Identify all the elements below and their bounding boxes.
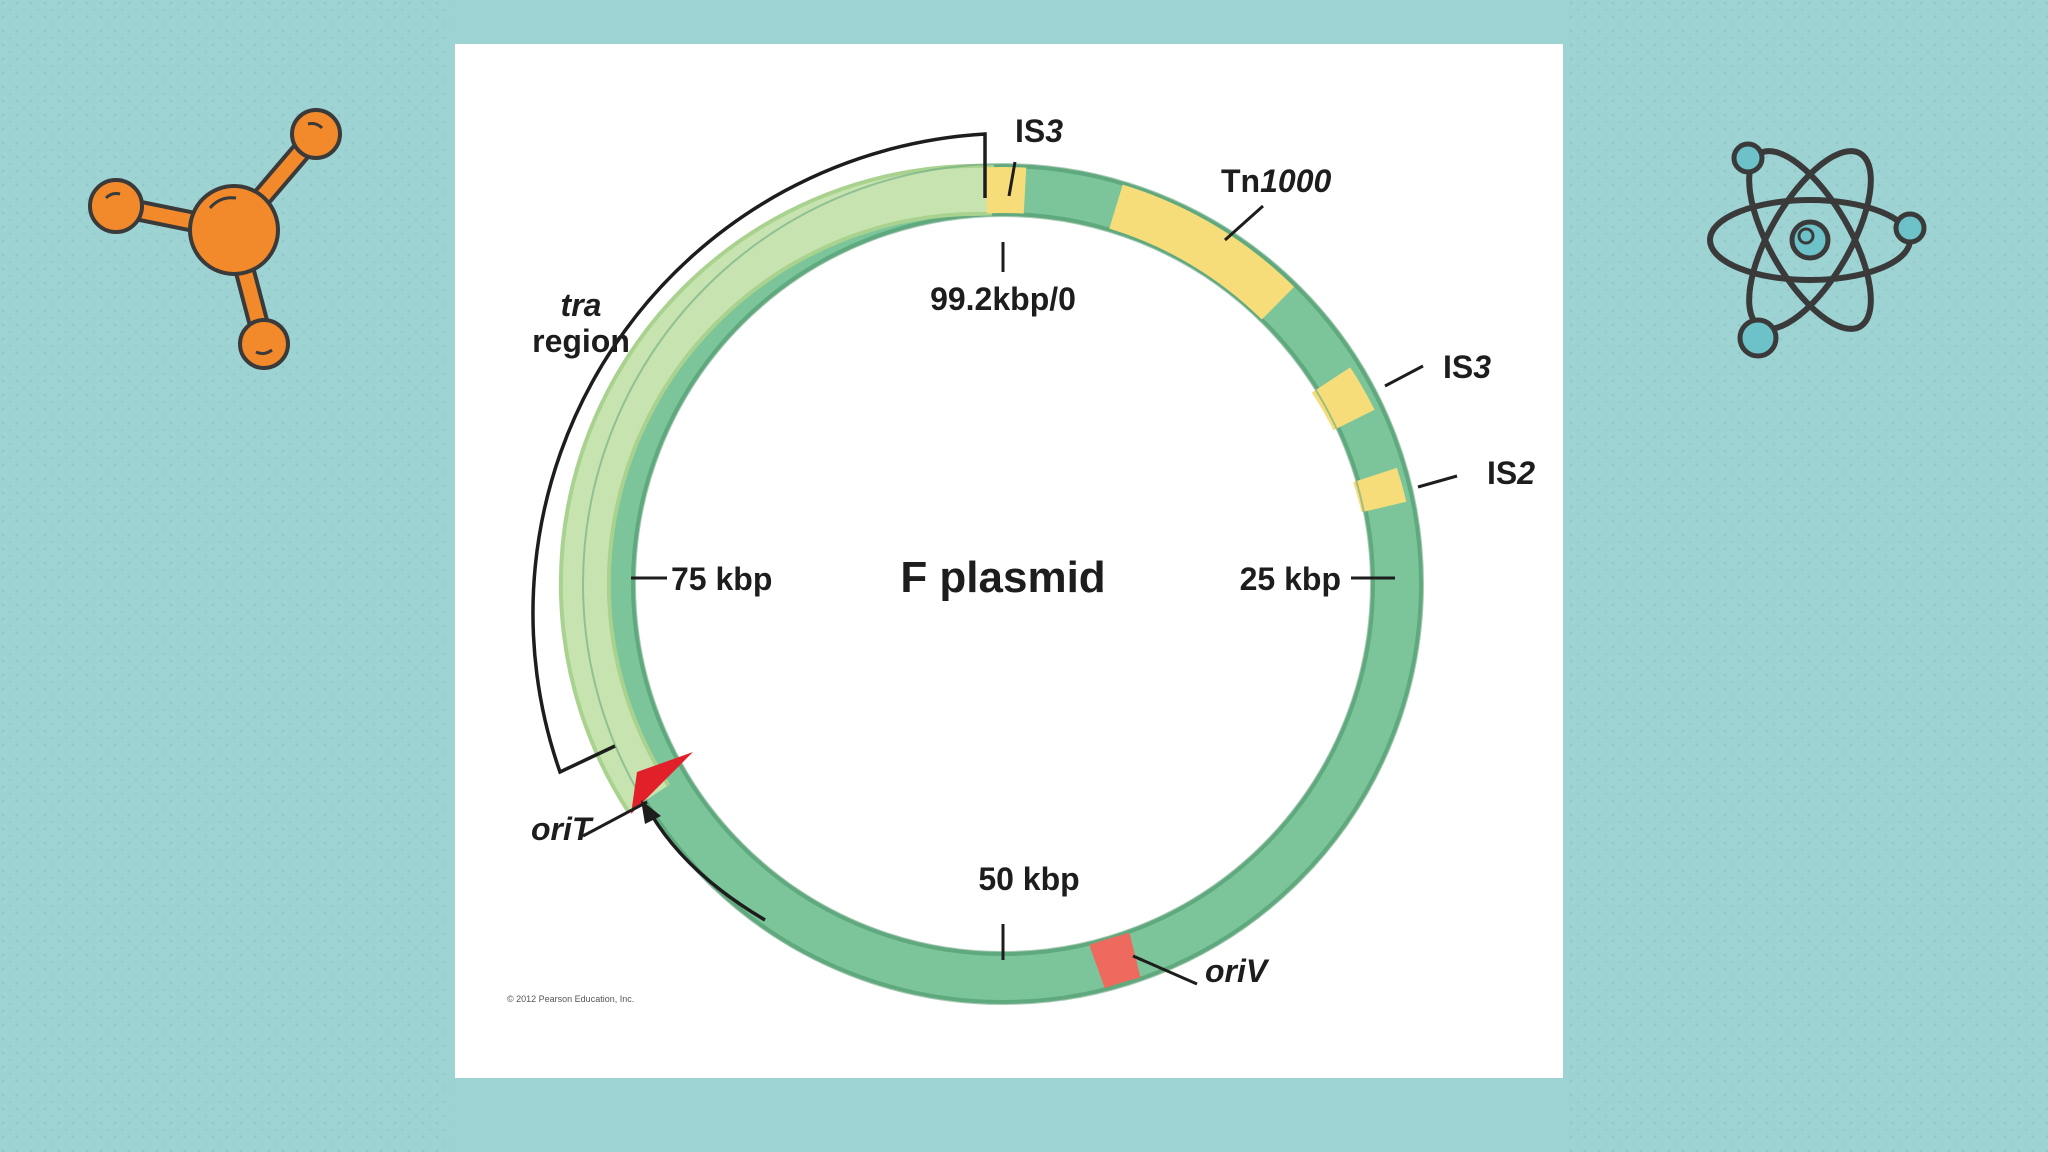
is3-right-segment — [1331, 380, 1354, 420]
is3-top-segment — [986, 190, 1025, 191]
atom-icon — [1680, 110, 1940, 370]
f-plasmid-diagram: F plasmid 99.2kbp/0 25 kbp 50 kbp 75 kbp… — [455, 44, 1563, 1078]
plasmid-title: F plasmid — [900, 553, 1105, 602]
is3-top-label: IS3 — [1015, 113, 1063, 149]
tn1000-label: Tn1000 — [1221, 163, 1331, 199]
oriV-label: oriV — [1205, 953, 1270, 989]
molecule-icon — [60, 90, 360, 390]
tn1000-segment — [1116, 207, 1278, 304]
oriT-label: oriT — [531, 811, 594, 847]
tick-label-top: 99.2kbp/0 — [930, 281, 1076, 317]
tra-label: tra — [561, 287, 602, 323]
slide-card: F plasmid 99.2kbp/0 25 kbp 50 kbp 75 kbp… — [455, 44, 1563, 1078]
tick-label-left: 75 kbp — [671, 561, 772, 597]
tick-label-bottom: 50 kbp — [978, 861, 1079, 897]
oriV-segment — [1097, 955, 1135, 966]
is2-segment — [1375, 475, 1384, 507]
is3-right-label: IS3 — [1443, 349, 1491, 385]
tick-label-right: 25 kbp — [1240, 561, 1341, 597]
region-label: region — [532, 323, 630, 359]
is2-label: IS2 — [1487, 455, 1535, 491]
copyright-text: © 2012 Pearson Education, Inc. — [507, 994, 634, 1004]
